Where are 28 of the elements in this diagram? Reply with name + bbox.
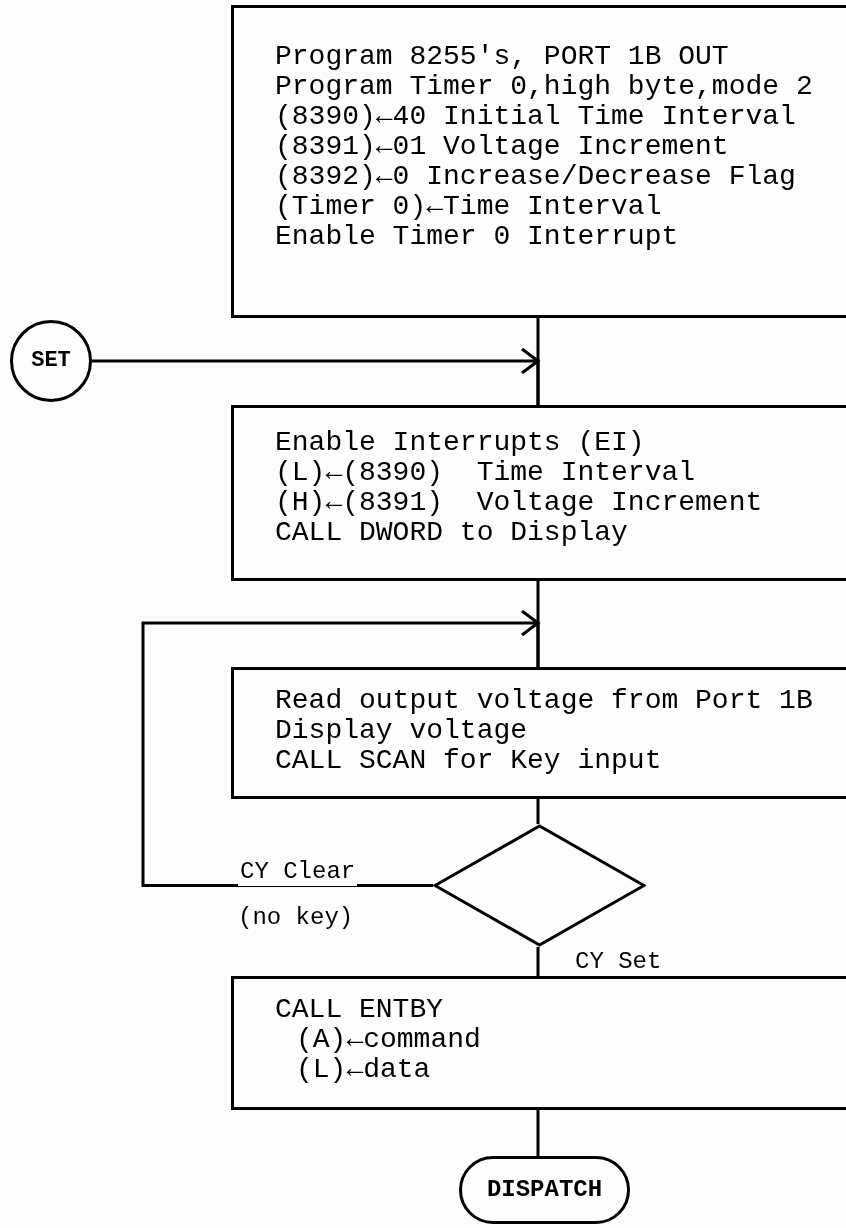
- instruction-text: CALL ENTBY: [275, 995, 445, 1025]
- decision-diamond: [433, 824, 646, 947]
- flow-arrow: [141, 609, 541, 887]
- instruction-text: (8392)←0 Increase/Decrease Flag: [275, 162, 797, 192]
- instruction-text: Enable Interrupts (EI): [275, 428, 646, 458]
- instruction-text: (A)←command: [296, 1025, 482, 1055]
- instruction-text: CALL DWORD to Display: [275, 518, 629, 548]
- terminal-label: DISPATCH: [486, 1175, 603, 1205]
- instruction-text: Enable Timer 0 Interrupt: [275, 222, 680, 252]
- instruction-text: (Timer 0)←Time Interval: [275, 192, 663, 222]
- instruction-text: (L)←(8390) Time Interval: [275, 458, 697, 488]
- instruction-text: (8390)←40 Initial Time Interval: [275, 102, 797, 132]
- instruction-text: (L)←data: [296, 1055, 432, 1085]
- instruction-text: Program 8255's, PORT 1B OUT: [275, 42, 730, 72]
- instruction-text: Read output voltage from Port 1B: [275, 686, 814, 716]
- edge-label: CY Clear: [238, 858, 358, 886]
- process-box: [231, 976, 846, 1110]
- process-box: [231, 405, 846, 581]
- condition-note: (no key): [238, 904, 354, 932]
- instruction-text: CALL SCAN for Key input: [275, 746, 663, 776]
- instruction-text: (H)←(8391) Voltage Increment: [275, 488, 764, 518]
- process-box: [231, 5, 846, 318]
- instruction-text: Display voltage: [275, 716, 529, 746]
- flow-arrow: [90, 347, 541, 407]
- instruction-text: (8391)←01 Voltage Increment: [275, 132, 730, 162]
- instruction-text: Program Timer 0,high byte,mode 2: [275, 72, 814, 102]
- process-box: [231, 667, 846, 799]
- terminal-label: SET: [31, 347, 71, 375]
